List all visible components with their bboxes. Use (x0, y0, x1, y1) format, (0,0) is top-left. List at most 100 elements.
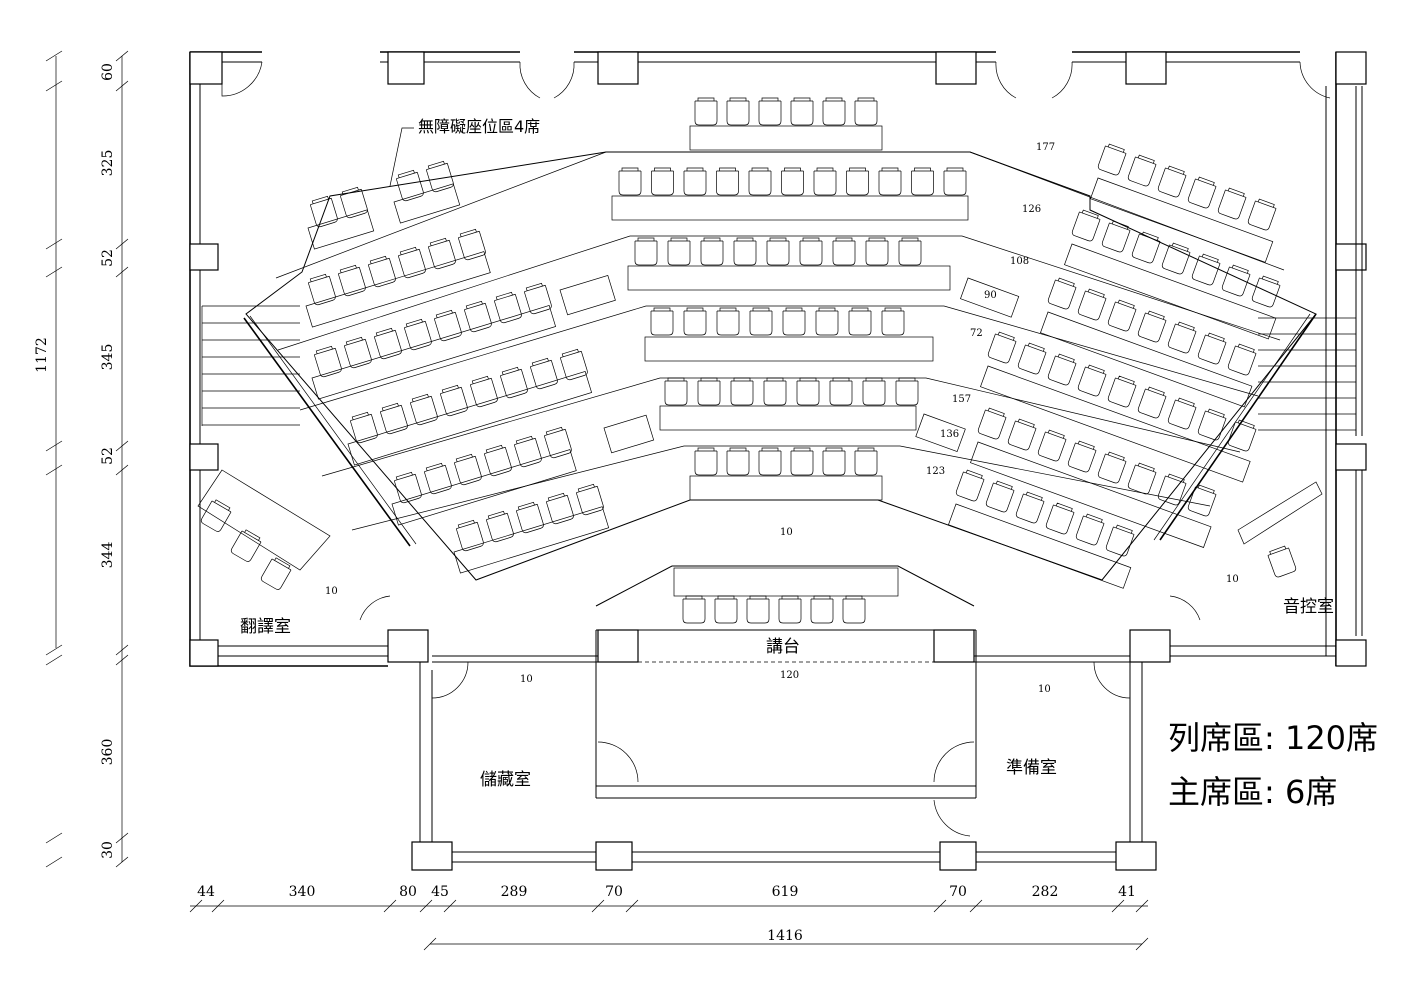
seat-outline (529, 357, 558, 390)
seat-outline (1267, 545, 1297, 578)
seat (943, 167, 967, 196)
seat-outline (1187, 176, 1217, 209)
seat-outline (943, 167, 967, 196)
seat-outline (683, 307, 707, 336)
aisle-rail-right (1159, 313, 1317, 541)
structural-column (597, 629, 639, 663)
dim-tick (115, 238, 129, 250)
seat-outline (796, 377, 820, 406)
seat (1251, 275, 1281, 308)
seat-outline (822, 447, 846, 476)
seat-outline (1107, 375, 1137, 408)
seat-outline (822, 97, 846, 126)
door-translation (359, 595, 391, 621)
seat-outline (1127, 462, 1157, 495)
seat-outline (1137, 310, 1167, 343)
seat (766, 237, 790, 266)
seat (694, 97, 718, 126)
seat (1067, 440, 1097, 473)
desk (659, 405, 917, 431)
seat-outline (749, 307, 773, 336)
seat (433, 309, 462, 342)
dim-left-seg-7: 360 (100, 739, 116, 766)
seat-outline (846, 167, 869, 196)
row-label-126: 126 (1022, 204, 1041, 215)
door-top-center (519, 61, 575, 99)
seat (865, 237, 889, 266)
seat-outline (1045, 502, 1075, 535)
seat (1007, 418, 1037, 451)
seat-outline (763, 377, 787, 406)
seat (781, 167, 804, 196)
seat (758, 447, 782, 476)
dim-left-seg-3: 52 (100, 249, 116, 267)
dim-left-seg-8: 30 (100, 841, 116, 859)
seating-layout (197, 97, 1323, 799)
dimension-lines (45, 50, 1149, 951)
desk (644, 336, 934, 362)
seat (651, 167, 674, 196)
clearance-label-stage: 120 (780, 670, 799, 681)
seat (815, 307, 839, 336)
clearance-label-left: 10 (325, 586, 338, 597)
structural-column (1335, 243, 1367, 271)
seat (832, 237, 856, 266)
clearance-label-center: 10 (780, 527, 793, 538)
dim-tick (115, 464, 129, 476)
seat-outline (790, 447, 814, 476)
seat-outline (397, 246, 426, 279)
seat (457, 228, 486, 261)
structural-column (935, 51, 977, 85)
seat (898, 237, 922, 266)
seat-outline (650, 307, 674, 336)
row-label-136: 136 (940, 429, 959, 440)
seat (513, 435, 542, 468)
seat (1127, 154, 1157, 187)
dim-tick (45, 654, 63, 666)
desk (1064, 243, 1277, 340)
seat-outline (543, 426, 572, 459)
seat-outline (1097, 451, 1127, 484)
dim-bottom-seg-3: 80 (399, 884, 417, 900)
row-label-108: 108 (1010, 256, 1029, 267)
inner-wall-right (1325, 86, 1336, 657)
storage-room-label: 儲藏室 (480, 770, 531, 790)
seat-outline (1071, 209, 1101, 242)
seat (1137, 386, 1167, 419)
bottom-wall (430, 851, 1118, 863)
desk (611, 195, 969, 221)
seat (1047, 277, 1077, 310)
seat (726, 447, 750, 476)
seat-outline (513, 435, 542, 468)
seat (575, 483, 604, 516)
dim-bottom-seg-9: 282 (1032, 884, 1059, 900)
seat (1071, 209, 1101, 242)
seat-outline (854, 97, 878, 126)
seat-outline (1127, 154, 1157, 187)
seat (1107, 299, 1137, 332)
seat-outline (439, 384, 468, 417)
seat (618, 167, 642, 196)
seat-outline (1067, 440, 1097, 473)
seat (397, 246, 426, 279)
seat (829, 377, 853, 406)
seat (543, 426, 572, 459)
seat-outline (878, 167, 902, 196)
aisle-rail-left (249, 315, 417, 545)
seat (796, 377, 820, 406)
seat-outline (1167, 321, 1197, 354)
listed-seats-summary: 列席區: 120席 (1168, 719, 1379, 757)
sound-console (1237, 481, 1323, 545)
seat (726, 97, 750, 126)
seat-outline (634, 237, 658, 266)
seat-outline (781, 167, 804, 196)
dim-tick (45, 50, 63, 62)
seat (559, 348, 588, 381)
dim-tick (45, 856, 63, 868)
dim-tick (969, 899, 983, 913)
desk (559, 274, 616, 316)
desk (627, 265, 951, 291)
seat-outline (230, 529, 262, 562)
dim-tick (115, 440, 129, 452)
